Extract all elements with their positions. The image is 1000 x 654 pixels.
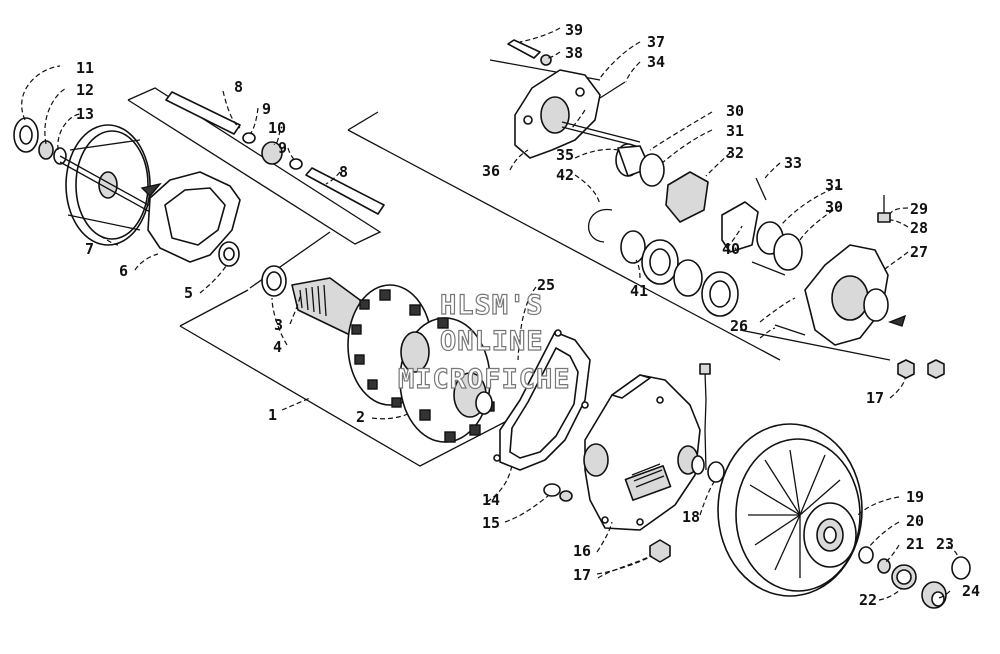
washer-9-top	[242, 132, 256, 144]
callout-13: 11	[76, 59, 94, 77]
callout-18: 18	[682, 508, 700, 526]
spacer-10	[261, 141, 283, 165]
jackshaft-group	[261, 265, 495, 443]
pin-8-top	[165, 91, 241, 135]
callout-35: 35	[556, 146, 574, 164]
ring-31-top	[639, 153, 665, 187]
callout-30-top: 30	[726, 102, 744, 120]
callout-16: 16	[573, 542, 591, 560]
callout-labels: 11 12 13 7 6 5 8 9 10 9 8 3 4 1 2 25 14 …	[76, 21, 980, 609]
callout-10: 10	[268, 119, 286, 137]
callout-19: 19	[906, 488, 924, 506]
pin-8-bot	[305, 167, 385, 215]
callout-42: 42	[556, 166, 574, 184]
callout-1: 1	[268, 406, 277, 424]
callout-31-bot: 31	[825, 176, 843, 194]
driven-hardware	[858, 546, 971, 609]
callout-21: 21	[906, 535, 924, 553]
callout-12: 12	[76, 81, 94, 99]
callout-27: 27	[910, 243, 928, 261]
callout-14: 14	[482, 491, 500, 509]
leader-lines	[21, 27, 959, 601]
callout-26-a: 26	[730, 317, 748, 335]
gasket-25	[493, 329, 591, 471]
callout-2: 2	[356, 408, 365, 426]
callout-36: 36	[482, 162, 500, 180]
pad-32	[665, 171, 709, 223]
callout-3: 3	[274, 316, 283, 334]
nut-17-lower	[649, 539, 671, 563]
callout-8-bot: 8	[339, 163, 348, 181]
washer-20	[858, 546, 874, 564]
callout-9-bot: 9	[278, 139, 287, 157]
callout-17-bot: 17	[573, 566, 591, 584]
sensor-18	[699, 363, 725, 483]
watermark-line-3: MICROFICHE	[398, 364, 571, 395]
callout-30-bot: 30	[825, 198, 843, 216]
callout-5: 5	[184, 284, 193, 302]
callout-6: 6	[119, 262, 128, 280]
callout-23: 23	[936, 535, 954, 553]
callout-17-top: 17	[866, 389, 884, 407]
callout-40: 40	[722, 240, 740, 258]
callout-34: 34	[647, 53, 665, 71]
callout-11: 13	[76, 105, 94, 123]
pin-stack	[165, 91, 385, 215]
watermark-line-2: ONLINE	[440, 326, 544, 357]
callout-37: 37	[647, 33, 665, 51]
watermark-line-1: HLSM'S	[440, 290, 544, 321]
cap-23	[951, 556, 971, 580]
callout-25: 25	[537, 276, 555, 294]
driven-clutch-19	[717, 423, 863, 597]
callout-31-top: 31	[726, 122, 744, 140]
group-outlines	[127, 59, 891, 467]
sprocket-2	[347, 284, 495, 443]
callout-41: 41	[630, 282, 648, 300]
callout-8-top: 8	[234, 78, 243, 96]
callout-33: 33	[784, 154, 802, 172]
callout-22: 22	[859, 591, 877, 609]
callout-28: 28	[910, 219, 928, 237]
callout-4: 4	[273, 338, 282, 356]
pad-plate-40	[721, 201, 759, 253]
watermark: HLSM'S ONLINE MICROFICHE	[397, 289, 571, 395]
callout-20: 20	[906, 512, 924, 530]
callout-9-top: 9	[262, 100, 271, 118]
drive-clutch-group	[13, 117, 241, 267]
callout-32: 32	[726, 144, 744, 162]
callout-24: 24	[962, 582, 980, 600]
callout-39: 39	[565, 21, 583, 39]
chaincase-hardware	[543, 483, 671, 563]
callout-38: 38	[565, 44, 583, 62]
chaincase-16	[583, 374, 705, 531]
callout-7: 7	[85, 240, 94, 258]
brake-group	[507, 39, 945, 379]
nut-17-upper	[897, 359, 915, 379]
washer-9-bot	[289, 158, 303, 170]
callout-29: 29	[910, 200, 928, 218]
bolt-21	[877, 558, 891, 574]
callout-15: 15	[482, 514, 500, 532]
